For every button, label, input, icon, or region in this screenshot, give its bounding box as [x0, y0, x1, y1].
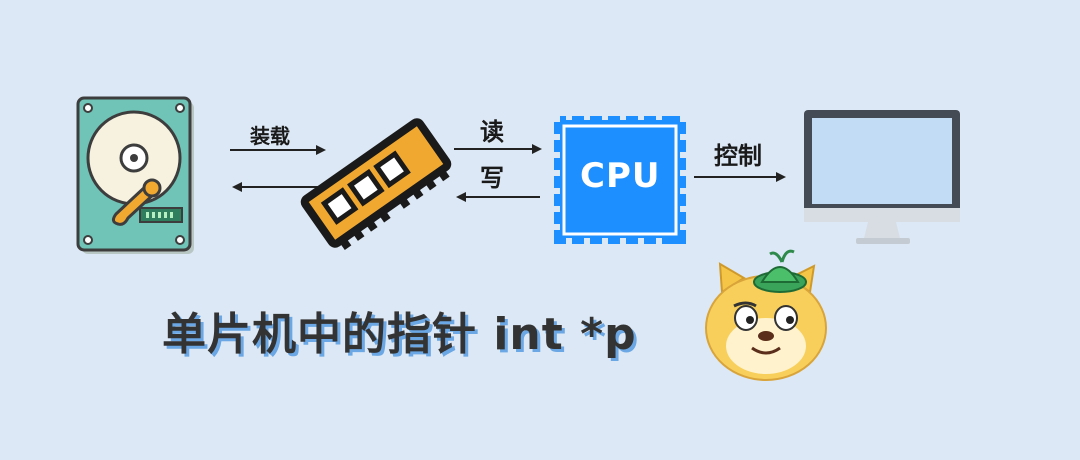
hard-disk-icon: [76, 96, 194, 254]
cpu-label: CPU: [580, 156, 661, 196]
cpu-chip-icon: [554, 112, 686, 246]
load-label: 装载: [250, 124, 290, 148]
arrow-left-store: [232, 182, 320, 192]
control-label: 控制: [714, 142, 762, 170]
memory-stick-icon: [300, 118, 452, 251]
arrow-left-write: [456, 192, 540, 202]
doge-mascot-icon: [705, 249, 827, 381]
arrow-right-control: [694, 172, 786, 182]
write-label: 写: [480, 164, 504, 192]
read-label: 读: [480, 118, 504, 146]
arrow-right-load: [230, 145, 326, 155]
monitor-icon: [804, 110, 960, 244]
arrow-right-read: [454, 144, 542, 154]
page-title: 单片机中的指针 int *p: [162, 309, 637, 360]
